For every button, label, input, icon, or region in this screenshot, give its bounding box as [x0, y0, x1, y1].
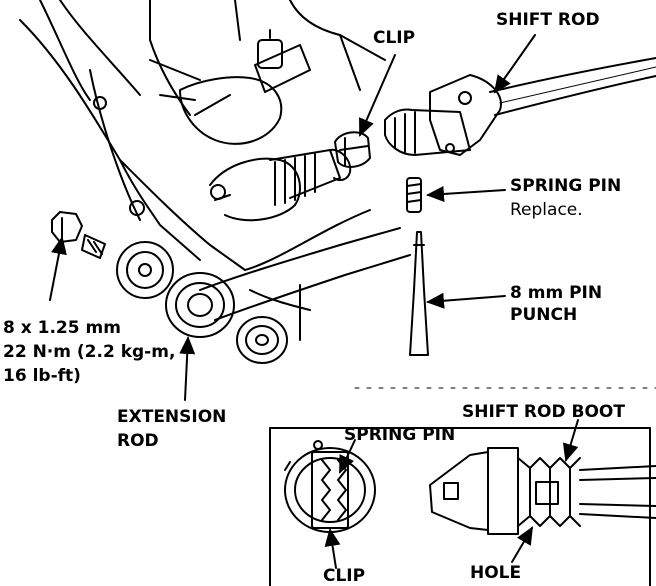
pin-punch-label-line1: 8 mm PIN [510, 283, 603, 303]
leader-lines [49, 34, 579, 569]
extension-rod-label-line1: EXTENSION [117, 407, 227, 427]
shift-rod-label: SHIFT ROD [496, 10, 600, 30]
bolt-spec-line2: 22 N·m (2.2 kg-m, [3, 342, 176, 362]
clip-part [334, 131, 371, 168]
bolt [51, 211, 106, 259]
extension-rod [199, 227, 411, 321]
pin-punch-tool [409, 231, 429, 356]
shift-rod-joint [384, 57, 656, 156]
bolt-spec-line1: 8 x 1.25 mm [3, 318, 121, 338]
hole-label: HOLE [470, 563, 522, 583]
bolt-spec-line3: 16 lb-ft) [3, 366, 81, 386]
upper-shaft-assembly [149, 29, 311, 145]
extension-rod-label-line2: ROD [117, 431, 159, 451]
detail-clip-label: CLIP [323, 566, 366, 586]
transmission-housing [19, 0, 386, 341]
clip-label-top: CLIP [373, 28, 416, 48]
spring-pin-note: Replace. [510, 200, 583, 220]
bushings [116, 241, 288, 364]
detail-spring-pin-label: SPRING PIN [344, 425, 456, 445]
spring-pin-label: SPRING PIN [510, 176, 622, 196]
pin-punch-label-line2: PUNCH [510, 305, 578, 325]
shift-rod-boot-label: SHIFT ROD BOOT [462, 402, 625, 422]
lower-rod-end [209, 148, 352, 222]
spring-pin-part [406, 177, 422, 213]
